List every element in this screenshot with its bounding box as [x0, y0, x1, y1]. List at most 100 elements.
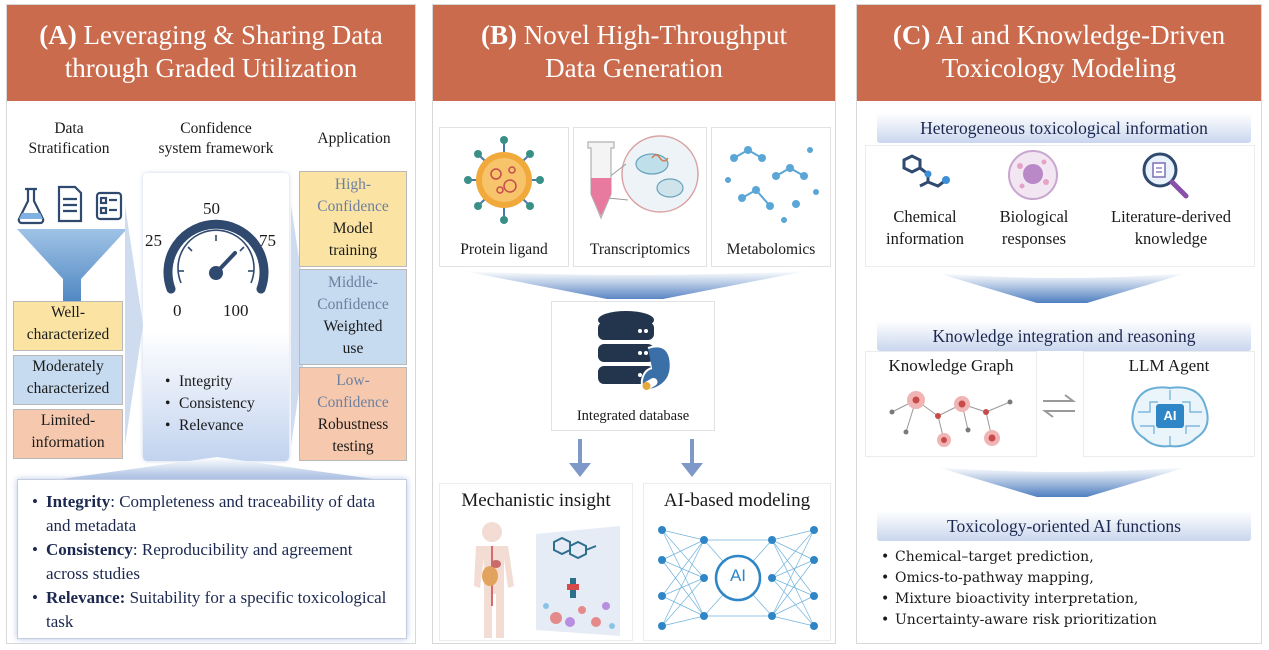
panel-b-title-line1: Novel High-Throughput: [523, 20, 787, 50]
stratum-label: information: [31, 434, 105, 451]
criterion-consistency: Consistency: [165, 393, 285, 415]
criteria-list: Integrity Consistency Relevance: [165, 371, 285, 437]
human-body-illustration: [474, 522, 620, 638]
confidence-level-label: High-: [334, 176, 372, 193]
criterion-integrity: Integrity: [165, 371, 285, 393]
stratum-limited-information: Limited- information: [13, 409, 123, 459]
application-middle-confidence: Middle- Confidence Weighted use: [299, 269, 407, 365]
chevron-right-icon: [125, 205, 143, 445]
application-use-label: Model: [332, 220, 374, 237]
source-protein-ligand: Protein ligand: [439, 127, 569, 267]
panel-b-header: (B) Novel High-Throughput Data Generatio…: [433, 5, 835, 101]
definition-consistency: Consistency: Reproducibility and agreeme…: [32, 538, 392, 586]
info-label: Literature-derived: [1110, 207, 1231, 226]
converge-arrow-icon: [463, 271, 807, 299]
source-label: Protein ligand: [460, 241, 548, 258]
knowledge-graph-icon: [889, 391, 1013, 447]
application-use-label: testing: [332, 438, 374, 455]
panel-b-letter: (B): [481, 20, 518, 50]
definition-term: Relevance:: [46, 588, 126, 607]
transcriptomics-icon: [587, 135, 699, 220]
bidirectional-arrow-icon: [1042, 394, 1076, 418]
integrated-database-box: Integrated database: [551, 301, 715, 431]
source-metabolomics: Metabolomics: [711, 127, 831, 267]
panel-c-title-line2: Toxicology Modeling: [941, 53, 1177, 83]
info-area: Chemical information Biological response…: [865, 145, 1255, 267]
gauge-icon: [163, 219, 269, 294]
output-label: Mechanistic insight: [461, 490, 611, 511]
heading-line: system framework: [158, 140, 274, 157]
info-label: responses: [1001, 229, 1067, 248]
heading-line: Data: [54, 120, 84, 137]
info-literature: Literature-derived knowledge: [1090, 206, 1252, 250]
panel-a-header: (A) Leveraging & Sharing Data through Gr…: [7, 5, 415, 101]
knowledge-graph-box: Knowledge Graph: [865, 351, 1037, 457]
definition-integrity: Integrity: Completeness and traceability…: [32, 490, 392, 538]
definition-relevance: Relevance: Suitability for a specific to…: [32, 586, 392, 634]
magnifier-document-icon: [1142, 152, 1189, 199]
output-label: AI-based modeling: [663, 490, 811, 511]
info-label: Chemical: [893, 207, 957, 226]
gauge-tick-0: 0: [173, 301, 182, 320]
cell-icon: [1008, 150, 1058, 200]
stratum-label: characterized: [26, 326, 110, 343]
gauge-tick-50: 50: [203, 199, 220, 218]
database-icon: [598, 311, 672, 391]
function-item: Mixture bioactivity interpretation,: [881, 589, 1251, 610]
info-label: knowledge: [1134, 229, 1208, 248]
neural-network-icon: [658, 526, 818, 630]
source-label: Transcriptomics: [589, 241, 691, 258]
stratum-well-characterized: Well- characterized: [13, 301, 123, 351]
info-label: information: [886, 229, 964, 248]
definition-text: Reproducibility and agreement across stu…: [46, 540, 353, 583]
definition-separator: :: [110, 492, 120, 511]
function-item: Uncertainty-aware risk prioritization: [881, 610, 1251, 631]
ai-brain-icon: [1131, 386, 1209, 448]
heading-line: Confidence: [180, 120, 252, 137]
gauge-tick-75: 75: [259, 231, 276, 250]
confidence-framework-heading: Confidence system framework: [141, 119, 291, 159]
application-low-confidence: Low- Confidence Robustness testing: [299, 367, 407, 461]
data-stratification-heading: Data Stratification: [11, 119, 127, 159]
definition-text: Suitability for a specific toxicological…: [46, 588, 387, 631]
stratum-label: Moderately: [32, 358, 104, 375]
panel-a-title-line1: Leveraging & Sharing Data: [83, 20, 383, 50]
confidence-level-label: Confidence: [317, 296, 389, 313]
ai-modeling-box: AI-based modeling AI: [643, 483, 831, 641]
down-pointer-icon: [47, 457, 387, 481]
section-heterogeneous-info: Heterogeneous toxicological information: [877, 113, 1251, 143]
protein-ligand-icon: [464, 136, 544, 224]
info-label: Biological: [999, 207, 1069, 226]
gauge-tick-100: 100: [223, 301, 249, 320]
ai-functions-list: Chemical–target prediction, Omics-to-pat…: [881, 547, 1251, 631]
heading-line: Stratification: [28, 140, 110, 157]
application-heading: Application: [317, 130, 391, 147]
application-use-label: Weighted: [323, 318, 383, 335]
panel-c-letter: (C): [892, 20, 931, 50]
stratum-label: Well-: [50, 304, 86, 321]
database-label: Integrated database: [576, 408, 690, 424]
panel-a-title-line2: through Graded Utilization: [64, 53, 358, 83]
panel-a-letter: (A): [39, 20, 77, 50]
panel-c-header: (C) AI and Knowledge-Driven Toxicology M…: [857, 5, 1261, 101]
application-use-label: use: [342, 340, 364, 357]
function-item: Chemical–target prediction,: [881, 547, 1251, 568]
stratum-moderately-characterized: Moderately characterized: [13, 355, 123, 405]
checklist-icon: [95, 191, 123, 221]
llm-agent-box: LLM Agent AI: [1083, 351, 1255, 457]
panel-c: (C) AI and Knowledge-Driven Toxicology M…: [856, 4, 1262, 644]
criterion-relevance: Relevance: [165, 415, 285, 437]
gauge-tick-25: 25: [145, 231, 162, 250]
panel-b: (B) Novel High-Throughput Data Generatio…: [432, 4, 836, 644]
section-ai-functions: Toxicology-oriented AI functions: [877, 511, 1251, 541]
confidence-level-label: Confidence: [317, 198, 389, 215]
panel-c-title-line1: AI and Knowledge-Driven: [935, 20, 1226, 50]
funnel-icon: [17, 229, 127, 303]
arrow-down-icon: [937, 273, 1187, 303]
source-label: Metabolomics: [726, 241, 816, 258]
llm-ai-label: AI: [1163, 408, 1177, 423]
section-knowledge-integration: Knowledge integration and reasoning: [877, 321, 1251, 351]
molecule-icon: [902, 154, 950, 188]
application-use-label: training: [328, 242, 378, 259]
definition-term: Consistency: [46, 540, 133, 559]
